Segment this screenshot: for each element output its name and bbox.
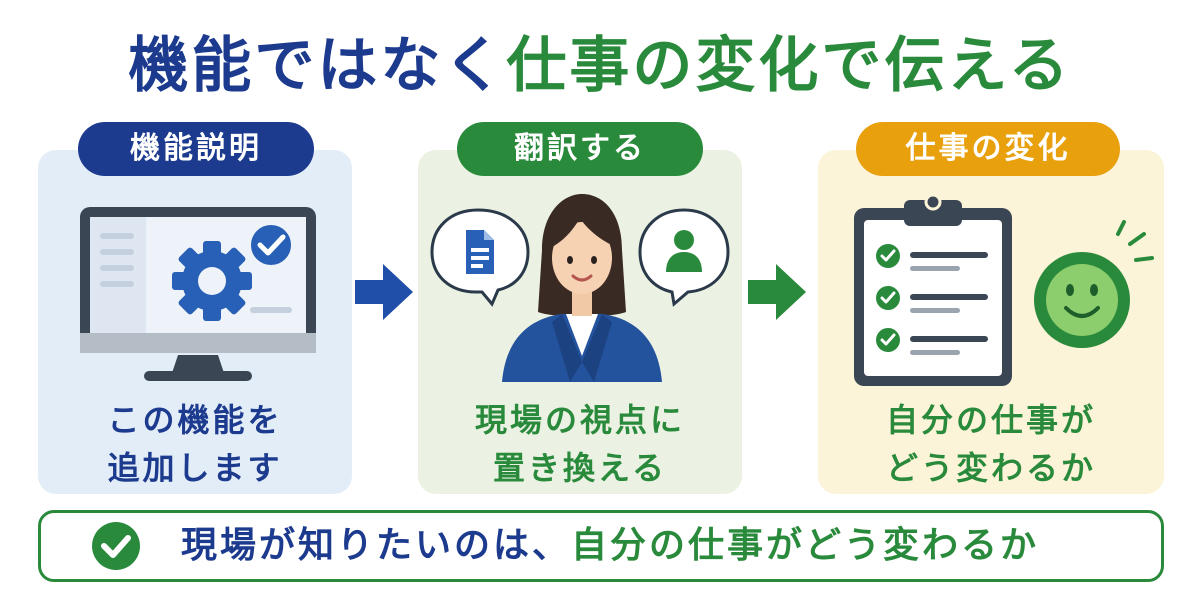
step-caption-translate: 現場の視点に 置き換える: [418, 396, 742, 492]
check-circle-icon: [92, 522, 140, 570]
caption-line: 追加します: [107, 449, 283, 487]
caption-line: この機能を: [107, 401, 283, 439]
caption-line: 置き換える: [492, 449, 668, 487]
person-translate-icon: [430, 194, 730, 382]
step-label-feature-explanation: 機能説明: [78, 122, 314, 176]
conclusion-banner: 現場が知りたいのは、自分の仕事がどう変わるか: [38, 510, 1164, 582]
arrow-right-icon: [748, 264, 806, 320]
step-label-translate: 翻訳する: [457, 122, 703, 176]
smiley-face-icon: [1034, 220, 1154, 348]
conclusion-part-field: 現場が知りたいのは、: [181, 525, 572, 566]
clipboard-checklist-icon: [854, 193, 1012, 386]
caption-line: 自分の仕事が: [885, 401, 1096, 439]
arrow-right-icon: [355, 264, 413, 320]
title-part-work-change: 仕事の変化で伝える: [506, 31, 1072, 101]
step-caption-feature-explanation: この機能を 追加します: [38, 396, 352, 492]
page-title: 機能ではなく仕事の変化で伝える: [0, 26, 1200, 106]
monitor-gear-icon: [80, 207, 316, 381]
step-caption-work-change: 自分の仕事が どう変わるか: [818, 396, 1164, 492]
conclusion-text: 現場が知りたいのは、自分の仕事がどう変わるか: [181, 513, 1039, 579]
caption-line: 現場の視点に: [474, 401, 685, 439]
title-part-function: 機能ではなく: [128, 31, 507, 101]
conclusion-part-work-change: 自分の仕事がどう変わるか: [571, 525, 1040, 566]
caption-line: どう変わるか: [885, 449, 1096, 487]
step-label-work-change: 仕事の変化: [856, 122, 1120, 176]
